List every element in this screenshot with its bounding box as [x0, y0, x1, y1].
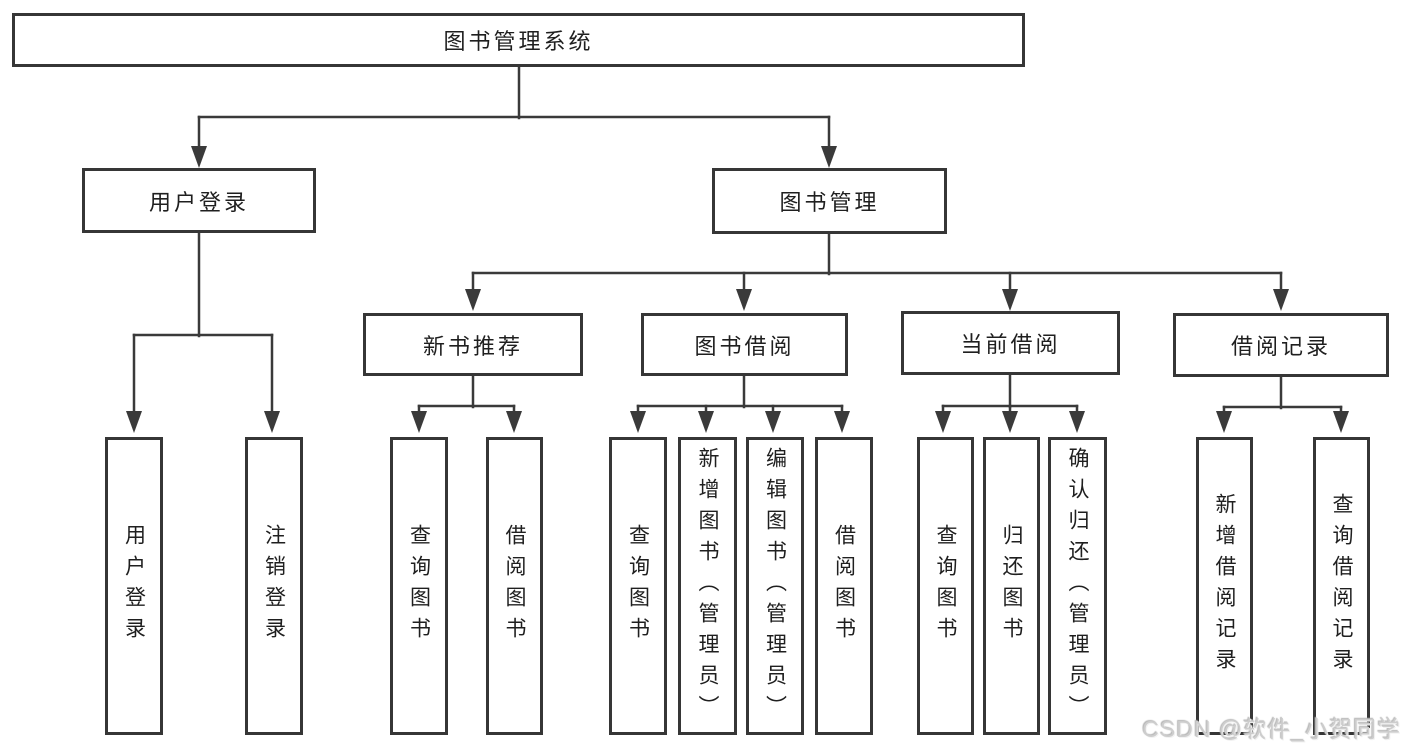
node-library-management-system: 图书管理系统	[12, 13, 1025, 67]
node-current-borrowing: 当前借阅	[901, 311, 1120, 375]
leaf-borrow-books-recommendation-label: 借阅图书	[503, 524, 526, 648]
leaf-user-login: 用户登录	[105, 437, 163, 735]
leaf-user-login-label: 用户登录	[122, 524, 146, 648]
node-book-management: 图书管理	[712, 168, 947, 234]
leaf-add-books-admin: 新增图书（管理员）	[678, 437, 737, 735]
node-borrowing-records-label: 借阅记录	[1230, 334, 1331, 359]
leaf-query-borrow-record: 查询借阅记录	[1313, 437, 1370, 735]
leaf-query-books-current: 查询图书	[917, 437, 974, 735]
leaf-add-borrow-record: 新增借阅记录	[1196, 437, 1253, 735]
leaf-return-books: 归还图书	[983, 437, 1040, 735]
node-new-book-recommendation: 新书推荐	[363, 313, 583, 376]
leaf-confirm-return-admin: 确认归还（管理员）	[1048, 437, 1107, 735]
leaf-query-books-current-label: 查询图书	[934, 524, 957, 648]
leaf-query-books-recommendation-label: 查询图书	[407, 524, 431, 648]
node-user-login-branch-label: 用户登录	[148, 189, 249, 215]
leaf-query-books-borrowing: 查询图书	[609, 437, 667, 735]
leaf-add-books-admin-label: 新增图书（管理员）	[696, 446, 719, 726]
leaf-logout: 注销登录	[245, 437, 303, 735]
leaf-edit-books-admin-label: 编辑图书（管理员）	[763, 446, 787, 726]
leaf-edit-books-admin: 编辑图书（管理员）	[746, 437, 804, 735]
node-user-login-branch: 用户登录	[82, 168, 316, 233]
leaf-borrow-books-recommendation: 借阅图书	[486, 437, 543, 735]
node-new-book-recommendation-label: 新书推荐	[422, 333, 523, 359]
leaf-confirm-return-admin-label: 确认归还（管理员）	[1066, 446, 1089, 726]
leaf-query-borrow-record-label: 查询借阅记录	[1330, 493, 1353, 679]
csdn-watermark: CSDN @软件_小贺同学	[1142, 716, 1401, 742]
leaf-query-books-recommendation: 查询图书	[390, 437, 448, 735]
node-borrowing-records: 借阅记录	[1173, 313, 1389, 377]
leaf-borrow-books-label: 借阅图书	[832, 524, 856, 648]
leaf-borrow-books: 借阅图书	[815, 437, 873, 735]
leaf-add-borrow-record-label: 新增借阅记录	[1213, 493, 1236, 679]
node-book-management-label: 图书管理	[779, 190, 880, 215]
leaf-return-books-label: 归还图书	[1000, 524, 1023, 648]
node-book-borrowing: 图书借阅	[641, 313, 848, 376]
leaf-query-books-borrowing-label: 查询图书	[626, 524, 650, 648]
node-current-borrowing-label: 当前借阅	[960, 332, 1061, 357]
leaf-logout-label: 注销登录	[262, 524, 286, 648]
node-book-borrowing-label: 图书借阅	[694, 333, 795, 359]
node-library-management-system-label: 图书管理系统	[443, 29, 594, 54]
